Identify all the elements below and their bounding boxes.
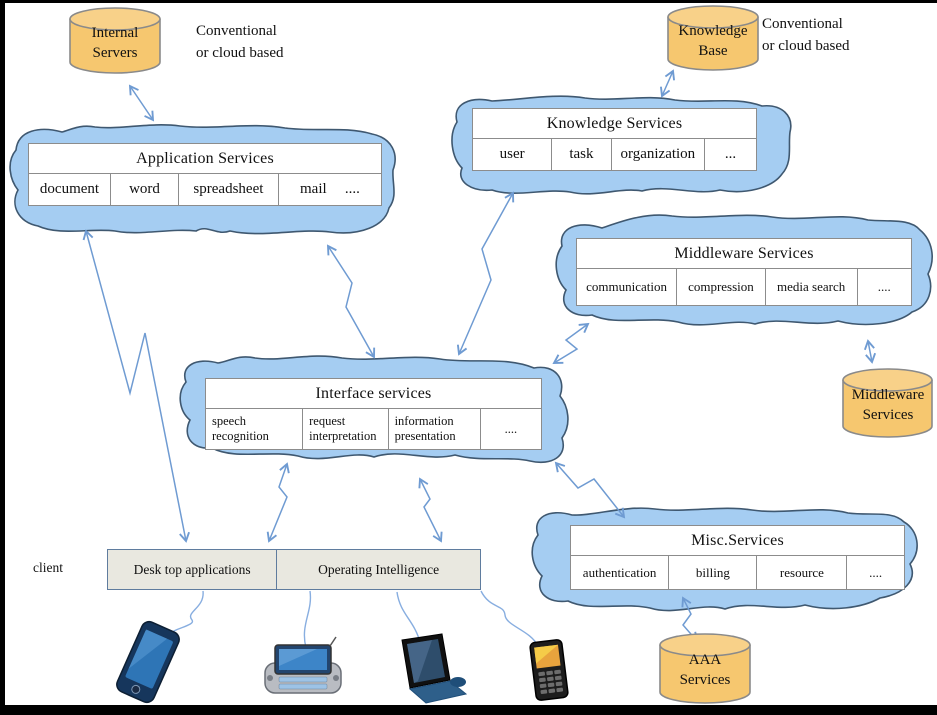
arrow-interface-client-left — [266, 462, 290, 543]
application-cell-more: .... — [344, 181, 360, 197]
application-cell-document: document — [29, 174, 112, 205]
interface-services-table: Interface services speech recognition re… — [205, 378, 542, 450]
misc-cell-authentication: authentication — [571, 556, 670, 589]
interface-services-title: Interface services — [206, 379, 541, 409]
client-devices — [116, 620, 569, 704]
misc-cell-more: .... — [869, 564, 883, 580]
arrow-misc-aaa — [681, 596, 699, 643]
note-conventional-left: Conventional or cloud based — [196, 23, 284, 61]
middleware-cell-communication: communication — [577, 269, 678, 305]
arrow-internal-servers-application — [128, 84, 155, 122]
laptop-icon — [401, 633, 468, 704]
middleware-services-cylinder — [842, 368, 933, 438]
frame-bottom — [0, 705, 937, 715]
connector-laptop — [396, 591, 421, 643]
connector-pda-phone — [303, 590, 312, 649]
interface-cell-speech-recognition: speech recognition — [206, 409, 304, 449]
knowledge-services-table: Knowledge Services user task organizatio… — [472, 108, 757, 171]
misc-cell-resource: resource — [757, 556, 848, 589]
misc-services-table: Misc.Services authentication billing res… — [570, 525, 905, 590]
arrow-knowledge-base-knowledge — [659, 69, 676, 98]
client-box: Desk top applications Operating Intellig… — [107, 549, 481, 590]
pda-phone-icon — [264, 636, 342, 694]
arrow-interface-misc — [554, 461, 626, 519]
misc-services-title: Misc.Services — [571, 526, 904, 556]
arrow-middleware-cylinder — [863, 339, 877, 364]
application-services-title: Application Services — [29, 144, 381, 174]
knowledge-services-title: Knowledge Services — [473, 109, 756, 139]
arrow-interface-client-right — [418, 477, 443, 543]
middleware-services-table: Middleware Services communication compre… — [576, 238, 912, 306]
application-cell-word: word — [111, 174, 179, 205]
misc-cell-billing: billing — [669, 556, 758, 589]
middleware-cell-media-search: media search — [766, 269, 858, 305]
arrow-application-client — [82, 229, 190, 543]
connector-smartphone — [167, 590, 204, 637]
mobile-phone-icon — [529, 639, 569, 701]
knowledge-cell-more: ... — [724, 146, 737, 162]
client-cell-desktop-applications: Desk top applications — [108, 550, 278, 589]
frame-top — [0, 0, 937, 3]
middleware-cell-compression: compression — [677, 269, 766, 305]
knowledge-cell-task: task — [552, 139, 612, 170]
internal-servers-label: Internal Servers — [91, 25, 139, 61]
application-cell-spreadsheet: spreadsheet — [179, 174, 279, 205]
client-label: client — [33, 560, 63, 575]
middleware-cell-more: .... — [877, 279, 891, 294]
middleware-cylinder-label: Middleware Services — [851, 387, 925, 423]
middleware-services-title: Middleware Services — [577, 239, 911, 269]
frame-left — [0, 0, 5, 715]
smartphone-icon — [116, 620, 180, 704]
interface-cell-request-interpretation: request interpretation — [303, 409, 389, 449]
knowledge-cell-user: user — [473, 139, 553, 170]
arrow-middleware-interface — [552, 322, 590, 364]
internal-servers-cylinder — [69, 7, 161, 74]
knowledge-cell-organization: organization — [612, 139, 706, 170]
client-cell-operating-intelligence: Operating Intelligence — [318, 561, 440, 577]
note-conventional-right: Conventional or cloud based — [762, 16, 850, 54]
interface-cell-more: .... — [504, 421, 518, 436]
aaa-services-label: AAA Services — [679, 652, 731, 688]
arrow-knowledge-interface — [456, 191, 515, 356]
application-services-table: Application Services document word sprea… — [28, 143, 382, 206]
arrow-application-interface — [326, 244, 376, 359]
interface-cell-information-presentation: information presentation — [389, 409, 481, 449]
knowledge-base-label: Knowledge Base — [678, 23, 748, 59]
application-cell-mail: mail .... — [300, 181, 360, 197]
aaa-services-cylinder — [659, 633, 751, 704]
connector-mobile-phone — [480, 590, 539, 647]
knowledge-base-cylinder — [667, 5, 759, 71]
